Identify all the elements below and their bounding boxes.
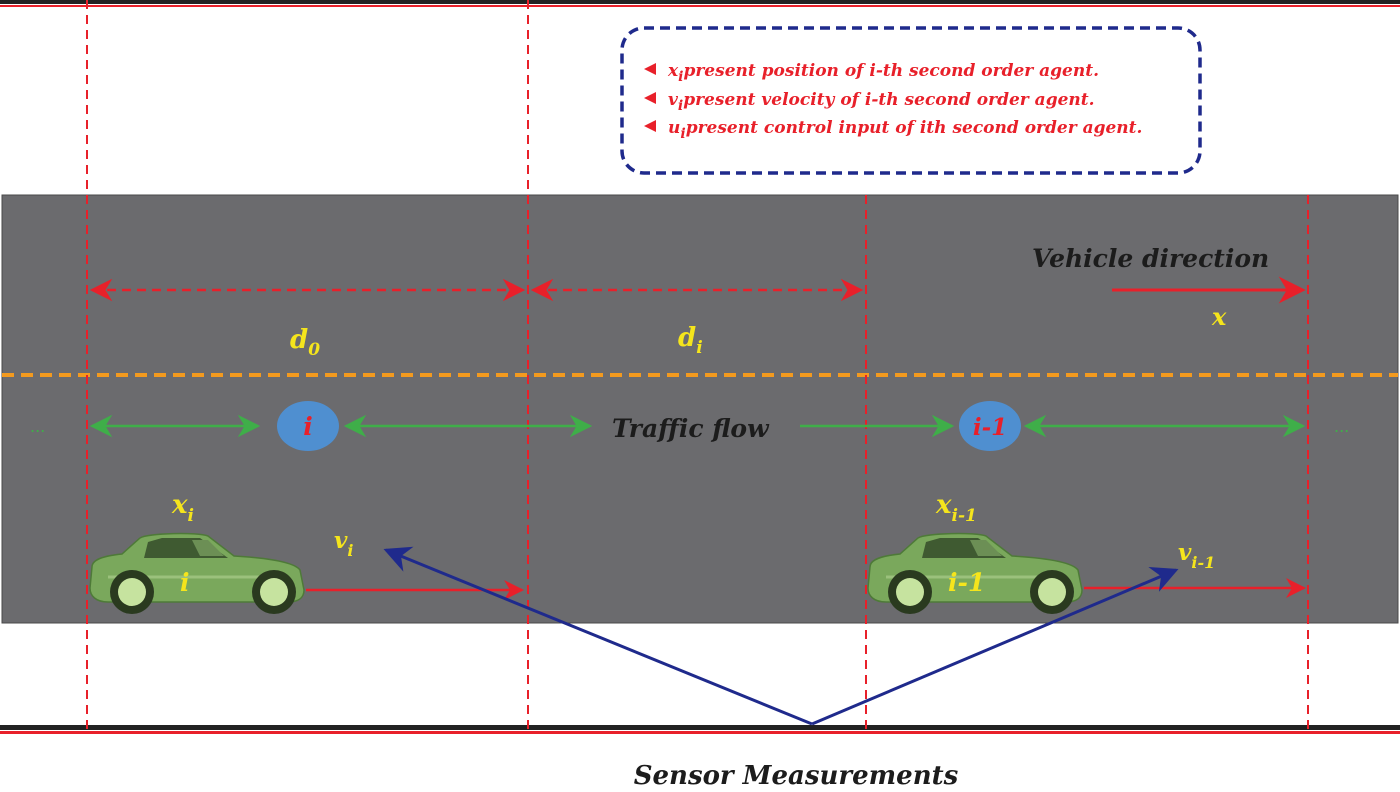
right-ellipsis: ... xyxy=(1334,417,1349,436)
legend-item: xipresent position of i-th second order … xyxy=(644,61,1099,85)
car-id-label: i-1 xyxy=(948,568,985,597)
car-velocity-label: vi xyxy=(334,527,353,560)
left-ellipsis: ... xyxy=(30,417,45,436)
wheel-icon xyxy=(252,570,296,614)
sensor-arrow xyxy=(383,546,813,726)
top-border xyxy=(0,0,1400,7)
x-axis-label: x xyxy=(1211,302,1227,331)
car-position-label: xi xyxy=(171,490,194,526)
wheel-icon xyxy=(110,570,154,614)
bottom-border xyxy=(0,725,1400,734)
wheel-icon xyxy=(888,570,932,614)
wheel-icon xyxy=(1030,570,1074,614)
triangle-bullet-icon xyxy=(644,120,656,132)
legend-item: vipresent velocity of i-th second order … xyxy=(644,90,1095,114)
car-i-minus-1 xyxy=(867,532,1083,614)
di-label: di xyxy=(678,323,703,358)
sensor-arrow xyxy=(811,567,1179,726)
car-i xyxy=(89,532,305,614)
agent-node-i-minus-1: i-1 xyxy=(959,401,1021,451)
node-label: i-1 xyxy=(973,414,1007,441)
car-position-label: xi-1 xyxy=(935,490,977,526)
node-label: i xyxy=(303,412,313,441)
road xyxy=(1,194,1399,624)
legend-item: uipresent control input of ith second or… xyxy=(644,118,1142,142)
car-id-label: i xyxy=(180,568,190,597)
svg-text:xipresent position of i-th sec: xipresent position of i-th second order … xyxy=(667,61,1099,85)
traffic-flow-label: Traffic flow xyxy=(612,414,770,443)
sensor-measurements-label: Sensor Measurements xyxy=(634,761,959,791)
vehicle-direction-label: Vehicle direction xyxy=(1032,244,1269,273)
triangle-bullet-icon xyxy=(644,92,656,104)
car-velocity-label: vi-1 xyxy=(1178,539,1215,572)
legend: xipresent position of i-th second order … xyxy=(620,26,1202,175)
svg-text:uipresent control input of ith: uipresent control input of ith second or… xyxy=(668,118,1142,142)
legend-box xyxy=(620,26,1202,175)
agent-node-i: i xyxy=(277,401,339,451)
svg-text:vipresent velocity of i-th sec: vipresent velocity of i-th second order … xyxy=(668,90,1095,114)
d0-label: d0 xyxy=(290,325,320,360)
triangle-bullet-icon xyxy=(644,63,656,75)
